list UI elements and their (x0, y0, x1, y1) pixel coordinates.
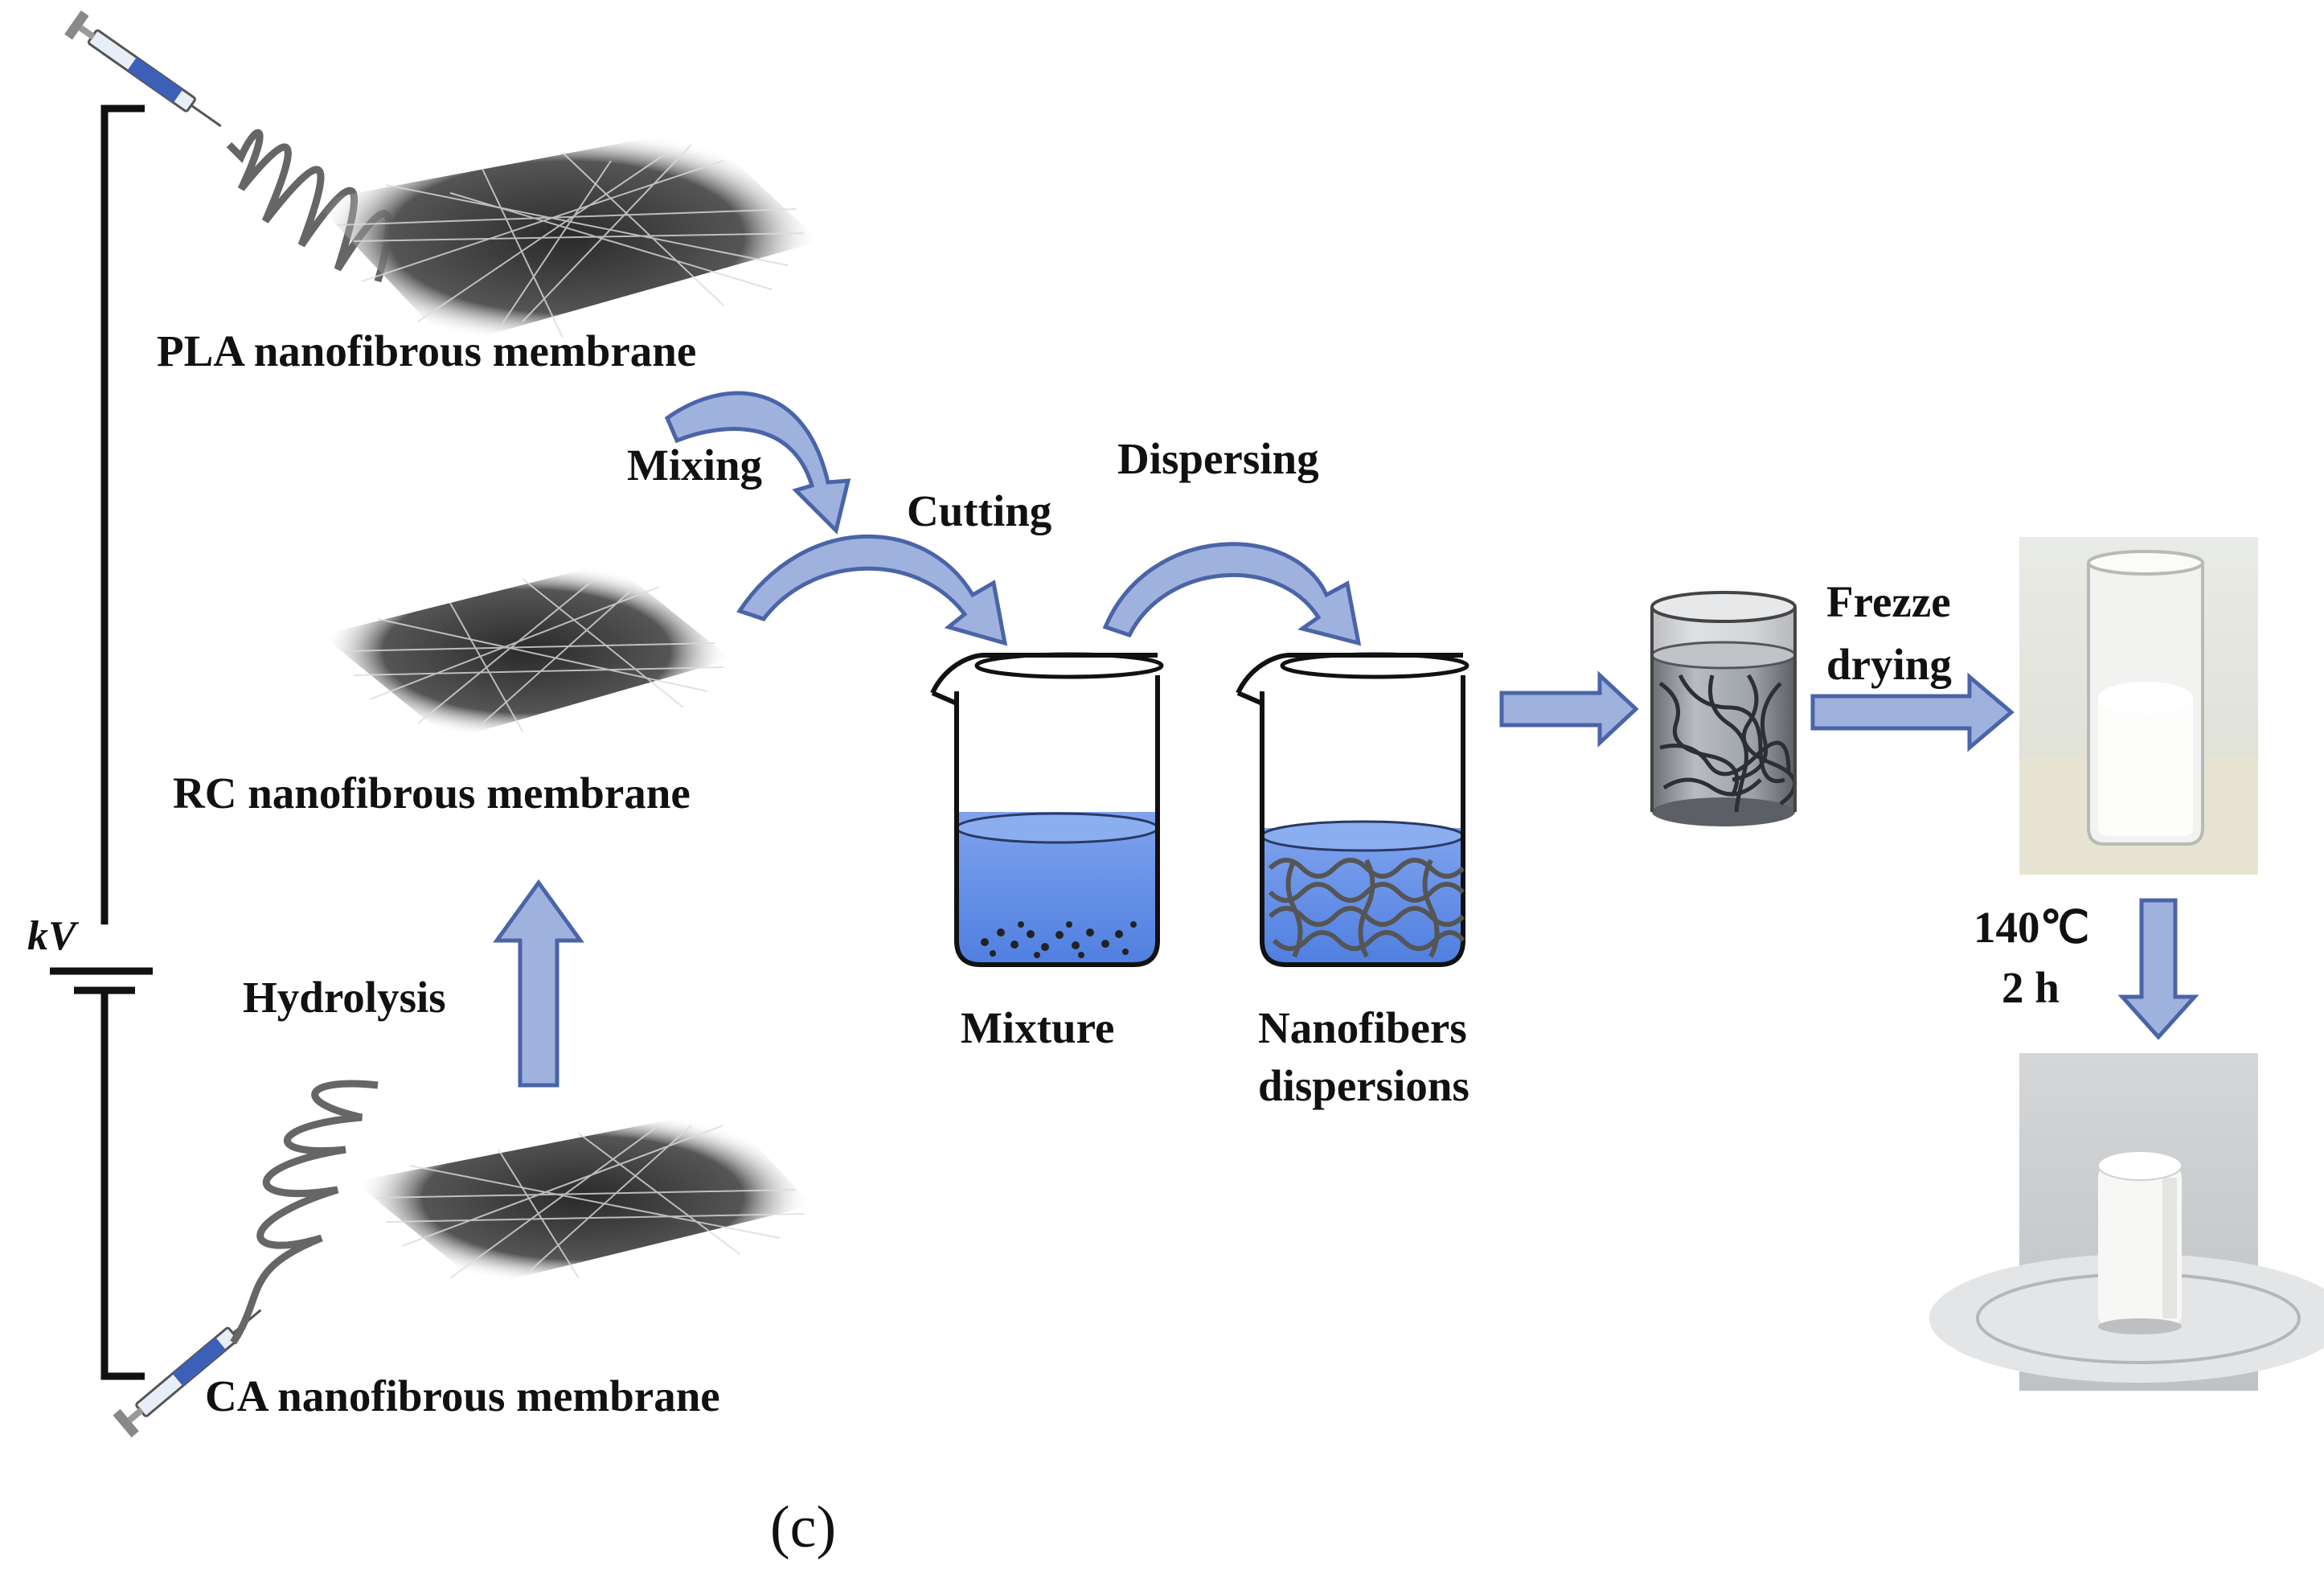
freeze-drying-label-line2: drying (1826, 640, 1952, 689)
mixing-arrow-icon (664, 391, 851, 535)
nanofibers-label-line2: dispersions (1258, 1061, 1469, 1110)
freeze-dried-photo (2019, 537, 2258, 875)
ca-membrane-label: CA nanofibrous membrane (205, 1371, 720, 1420)
dispersing-arrow-icon (1102, 542, 1362, 646)
mixing-label: Mixing (627, 441, 763, 490)
rc-membrane-image (322, 563, 732, 740)
heated-product-photo (1929, 1053, 2324, 1391)
rc-membrane-label: RC nanofibrous membrane (173, 769, 691, 818)
to-cylinder-arrow-icon (1499, 670, 1639, 748)
syringe-top-icon (64, 10, 222, 128)
freeze-drying-label-line1: Frezze (1826, 577, 1951, 626)
fiber-jet-bottom (230, 1080, 379, 1345)
mixture-beaker-icon (930, 652, 1164, 967)
nanofibers-beaker-icon (1236, 652, 1469, 967)
mixture-label: Mixture (961, 1003, 1115, 1052)
figure-caption: (c) (770, 1494, 837, 1560)
cutting-arrow-icon (736, 534, 1008, 646)
nanofibers-label-line1: Nanofibers (1258, 1003, 1467, 1052)
dispersing-label: Dispersing (1117, 434, 1319, 483)
circuit-wire (50, 105, 153, 1380)
temperature-label: 140℃ (1974, 903, 2090, 952)
cutting-label: Cutting (907, 486, 1052, 535)
pla-membrane-image (314, 129, 820, 346)
ca-membrane-image (354, 1109, 812, 1286)
hydrolysis-label: Hydrolysis (243, 973, 446, 1022)
syringe-bottom-icon (113, 1309, 262, 1438)
fiber-jet-top (226, 129, 393, 283)
voltage-label: kV (27, 913, 76, 959)
hydrolysis-arrow-icon (493, 879, 584, 1088)
pla-membrane-label: PLA nanofibrous membrane (157, 326, 697, 375)
frozen-cylinder-icon (1650, 591, 1797, 826)
time-label: 2 h (2002, 963, 2060, 1012)
heating-arrow-icon (2117, 898, 2199, 1040)
freeze-drying-arrow-icon (1810, 672, 2015, 752)
